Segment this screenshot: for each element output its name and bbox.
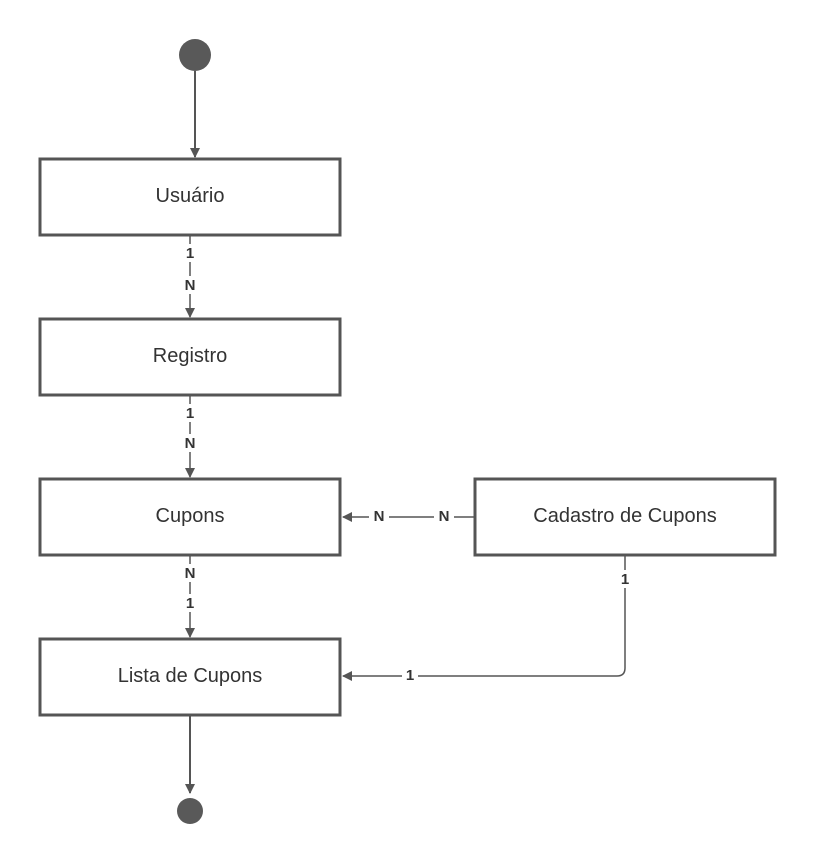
- cadastro-cupons-label: Cadastro de Cupons: [533, 505, 716, 527]
- cadastro-to-lista-connector: [342, 556, 626, 681]
- registro-label: Registro: [153, 345, 227, 367]
- cardinality-cadastro-lista-from: 1: [621, 571, 629, 588]
- cardinality-usuario-registro-from: 1: [186, 245, 194, 262]
- cardinality-usuario-registro-to: N: [185, 277, 196, 294]
- cardinality-cadastro-cupons-from: N: [439, 508, 450, 525]
- cardinality-cadastro-lista-to: 1: [406, 667, 414, 684]
- cardinality-cadastro-cupons-to: N: [374, 508, 385, 525]
- cardinality-registro-cupons-to: N: [185, 435, 196, 452]
- cardinality-registro-cupons-from: 1: [186, 405, 194, 422]
- registro-box: Registro: [38, 317, 342, 397]
- cardinality-cupons-lista-from: N: [185, 565, 196, 582]
- usuario-box: Usuário: [38, 157, 342, 237]
- cupons-box: Cupons: [38, 477, 342, 557]
- start-node: [179, 39, 211, 71]
- end-node: [177, 798, 203, 824]
- usuario-label: Usuário: [156, 185, 225, 207]
- lista-cupons-box: Lista de Cupons: [38, 637, 342, 717]
- lista-cupons-label: Lista de Cupons: [118, 665, 263, 687]
- cardinality-cupons-lista-to: 1: [186, 595, 194, 612]
- cupons-label: Cupons: [156, 505, 225, 527]
- cadastro-cupons-box: Cadastro de Cupons: [473, 477, 777, 557]
